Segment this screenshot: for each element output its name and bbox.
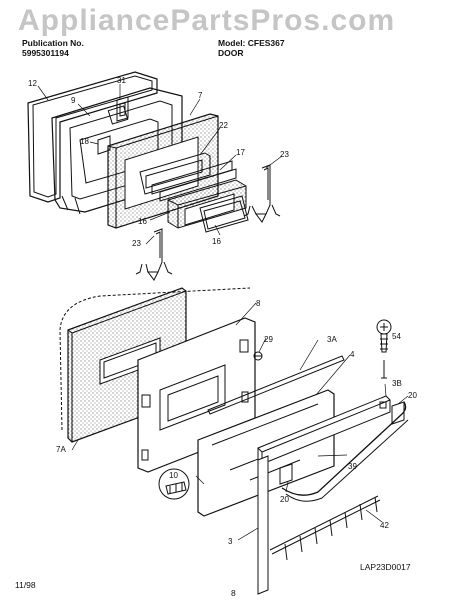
footer-code: LAP23D0017 [360, 562, 411, 572]
callout-labels: 12 9 31 7 18 22 17 23 16 16 23 8 29 3A 5… [28, 76, 417, 546]
hinge-receiver [116, 96, 129, 122]
callout-39: 39 [348, 462, 357, 471]
screw-29 [253, 351, 263, 361]
callout-29: 29 [264, 335, 273, 344]
callout-8: 8 [256, 299, 261, 308]
callout-7A: 7A [56, 445, 66, 454]
callout-3B: 3B [392, 379, 402, 388]
header-right: Model: CFES367 DOOR [218, 38, 285, 58]
end-cap-right [391, 401, 405, 425]
callout-20-left: 20 [280, 495, 289, 504]
footer-page: 8 [231, 588, 236, 598]
watermark: AppliancePartsPros.com [18, 4, 396, 37]
screw-10 [158, 468, 190, 500]
footer-date: 11/98 [15, 580, 36, 590]
door-gasket [27, 71, 158, 203]
callout-23-left: 23 [132, 239, 141, 248]
callout-12: 12 [28, 79, 37, 88]
callout-9: 9 [71, 96, 76, 105]
callout-16-right: 16 [212, 237, 221, 246]
end-cap-left [279, 463, 293, 485]
window-pack [139, 152, 211, 195]
lower-glass [199, 195, 249, 233]
callout-4: 4 [350, 350, 355, 359]
header-right-line2: DOOR [218, 48, 244, 58]
trim-strip [207, 355, 345, 415]
callout-18: 18 [80, 137, 89, 146]
callout-3A: 3A [327, 335, 337, 344]
rail-with-screws [269, 495, 381, 561]
callout-10: 10 [169, 471, 178, 480]
glass-panels [151, 160, 237, 202]
vent-strip [257, 455, 269, 595]
header-left: Publication No. 5995301194 [22, 38, 84, 58]
callout-42: 42 [380, 521, 389, 530]
hinge-left [135, 228, 173, 281]
callout-54: 54 [392, 332, 401, 341]
callout-22: 22 [219, 121, 228, 130]
screw-54 [376, 319, 392, 379]
header-left-line2: 5995301194 [22, 48, 69, 58]
door-handle [281, 401, 409, 502]
leader-lines [37, 84, 409, 541]
callout-31: 31 [117, 76, 126, 85]
callout-7: 7 [198, 91, 203, 100]
callout-23-right: 23 [280, 150, 289, 159]
callout-16-left: 16 [138, 217, 147, 226]
hinge-right [243, 164, 281, 223]
header-right-line1: Model: CFES367 [218, 38, 285, 48]
callout-17: 17 [236, 148, 245, 157]
header-left-line1: Publication No. [22, 38, 84, 48]
callout-3: 3 [228, 537, 233, 546]
callout-20-right: 20 [408, 391, 417, 400]
